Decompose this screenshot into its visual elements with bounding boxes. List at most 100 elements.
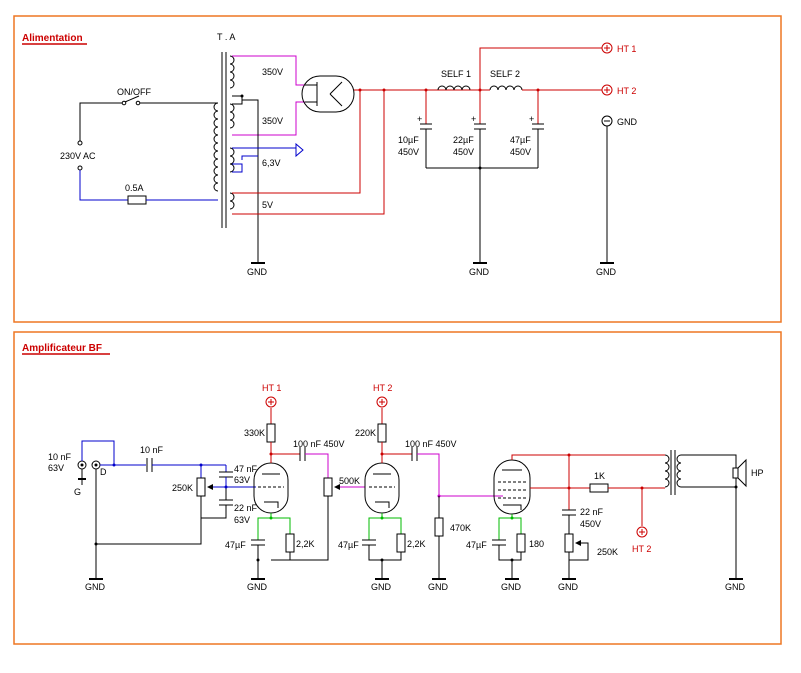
svg-text:HP: HP	[751, 468, 764, 478]
svg-text:470K: 470K	[450, 523, 471, 533]
cathode-cap-stage-2: 47µF	[338, 539, 402, 578]
ta-label: T . A	[217, 32, 235, 42]
svg-text:63V: 63V	[234, 475, 250, 485]
svg-text:500K: 500K	[339, 476, 360, 486]
svg-text:GND: GND	[469, 267, 490, 277]
svg-text:330K: 330K	[244, 428, 265, 438]
svg-text:250K: 250K	[172, 483, 193, 493]
ht2-supply-symbol: HT 2	[373, 383, 392, 408]
volume-pot-250k: 250K	[172, 465, 213, 497]
gnd-symbol: GND	[371, 578, 392, 592]
svg-text:100 nF 450V: 100 nF 450V	[293, 439, 345, 449]
svg-text:GND: GND	[558, 582, 579, 592]
rectifier-tube	[301, 75, 355, 113]
svg-text:HT 2: HT 2	[617, 86, 636, 96]
svg-text:2,2K: 2,2K	[296, 539, 315, 549]
gnd-symbol: GND	[596, 262, 617, 277]
winding-350v-a: 350V	[262, 67, 283, 77]
filter-cap-10uf: + 10µF 450V	[398, 90, 432, 168]
svg-text:GND: GND	[247, 267, 268, 277]
winding-6v3: 6,3V	[262, 158, 281, 168]
svg-text:2,2K: 2,2K	[407, 539, 426, 549]
svg-text:HT 1: HT 1	[262, 383, 281, 393]
self-2-label: SELF 2	[490, 69, 520, 79]
svg-text:250K: 250K	[597, 547, 618, 557]
svg-text:47µF: 47µF	[225, 540, 246, 550]
svg-text:450V: 450V	[510, 147, 531, 157]
svg-text:GND: GND	[247, 582, 268, 592]
alimentation-frame	[13, 15, 782, 323]
tube-stage-2	[364, 462, 400, 514]
gain-pot-500k: 500K	[323, 476, 360, 497]
svg-text:450V: 450V	[453, 147, 474, 157]
alimentation-title: Alimentation	[22, 33, 83, 44]
plate-resistor-330k: 330K	[244, 423, 276, 443]
svg-text:63V: 63V	[48, 463, 64, 473]
svg-text:GND: GND	[85, 582, 106, 592]
plate-resistor-220k: 220K	[355, 423, 387, 443]
ht2-supply-symbol-2: HT 2	[632, 526, 651, 554]
gnd-output: GND	[601, 115, 638, 262]
coupling-cap-1: 100 nF 450V	[293, 439, 345, 461]
svg-text:GND: GND	[725, 582, 746, 592]
svg-text:47 nF: 47 nF	[234, 464, 258, 474]
self-1: SELF 1	[437, 69, 471, 91]
svg-text:450V: 450V	[398, 147, 419, 157]
svg-text:GND: GND	[617, 117, 638, 127]
gnd-symbol: GND	[725, 578, 746, 592]
cathode-cap-output: 47µF	[466, 539, 522, 578]
svg-text:100 nF 450V: 100 nF 450V	[405, 439, 457, 449]
gnd-symbol: GND	[469, 262, 490, 277]
svg-text:10 nF: 10 nF	[48, 452, 72, 462]
svg-text:D: D	[100, 467, 107, 477]
tone-cap-47nf: 47 nF 63V	[219, 464, 258, 487]
output-transformer	[664, 450, 682, 495]
input-cap-10nf: 10 nF	[114, 445, 226, 472]
tube-output-pentode	[493, 459, 531, 515]
svg-text:22 nF: 22 nF	[234, 503, 258, 513]
tone-cap-22nf: 22 nF 63V	[201, 487, 258, 525]
svg-text:+: +	[529, 114, 534, 124]
onoff-label: ON/OFF	[117, 87, 151, 97]
svg-text:22µF: 22µF	[453, 135, 474, 145]
coupling-cap-2: 100 nF 450V	[405, 439, 457, 461]
svg-text:63V: 63V	[234, 515, 250, 525]
gnd-symbol: GND	[247, 262, 268, 277]
svg-text:GND: GND	[596, 267, 617, 277]
svg-text:220K: 220K	[355, 428, 376, 438]
tone-cap-22nf-450v: 22 nF 450V	[562, 507, 604, 534]
gnd-symbol: GND	[501, 578, 522, 592]
svg-text:HT 2: HT 2	[632, 544, 651, 554]
resistor-1k: 1K	[589, 471, 609, 493]
tube-stage-1	[253, 462, 289, 514]
svg-text:GND: GND	[371, 582, 392, 592]
winding-350v-b: 350V	[262, 116, 283, 126]
speaker-icon: HP	[732, 458, 764, 488]
fuse-label: 0.5A	[125, 183, 144, 193]
amplificateur-title: Amplificateur BF	[22, 343, 102, 354]
svg-text:450V: 450V	[580, 519, 601, 529]
svg-text:22 nF: 22 nF	[580, 507, 604, 517]
power-transformer: T . A	[213, 32, 235, 228]
ht1-supply-symbol: HT 1	[262, 383, 281, 408]
input-jack: G D 10 nF 63V	[48, 440, 115, 497]
grid-resistor-470k: 470K	[434, 496, 471, 578]
amplificateur-frame	[13, 331, 782, 645]
gnd-symbol: GND	[428, 578, 449, 592]
ht1-output: HT 1	[601, 42, 636, 54]
svg-text:1K: 1K	[594, 471, 605, 481]
svg-text:HT 2: HT 2	[373, 383, 392, 393]
mains-input: 230V AC ON/OFF 0.5A	[60, 87, 218, 205]
svg-text:47µF: 47µF	[338, 540, 359, 550]
gnd-symbol: GND	[247, 578, 268, 592]
svg-text:+: +	[417, 114, 422, 124]
svg-text:47µF: 47µF	[510, 135, 531, 145]
ht2-output: HT 2	[601, 84, 636, 96]
gnd-symbol: GND	[558, 578, 579, 592]
cathode-resistor-stage-1: 2,2K	[285, 533, 315, 560]
gnd-symbol: GND	[85, 578, 106, 592]
svg-text:G: G	[74, 487, 81, 497]
svg-text:GND: GND	[501, 582, 522, 592]
self-2: SELF 2	[489, 69, 523, 91]
